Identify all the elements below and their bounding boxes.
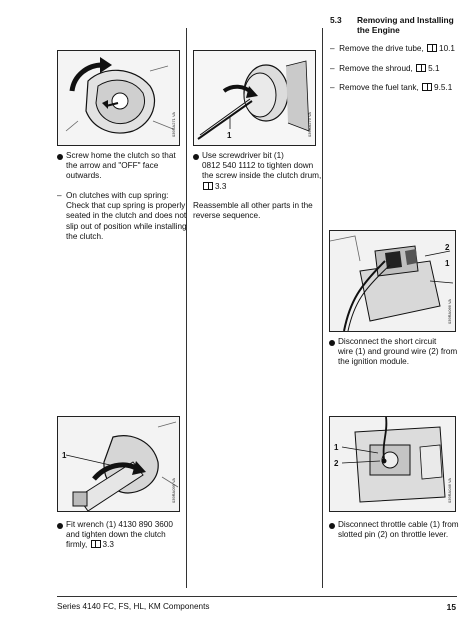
book-icon	[416, 64, 427, 72]
book-icon	[427, 44, 438, 52]
figure-label-1: 1	[62, 451, 67, 460]
figure-label-1: 1	[227, 131, 232, 140]
figure-code: 039RA271 VA	[171, 111, 176, 137]
instruction-disconnect-throttle: Disconnect throttle cable (1) from slott…	[338, 520, 459, 540]
instruction-cup-spring: On clutches with cup spring: Check that …	[66, 191, 187, 241]
figure-label-2: 2	[334, 459, 339, 468]
figure-label-1: 1	[334, 443, 339, 452]
figure-code: 039RA099 VA	[171, 477, 176, 503]
figure-code: 039RA066 VA	[447, 298, 452, 324]
footer-rule	[57, 596, 457, 597]
figure-label-1: 1	[445, 259, 450, 268]
book-icon	[203, 181, 213, 190]
note-reassemble: Reassemble all other parts in the revers…	[193, 201, 313, 221]
ignition-wires-illustration	[330, 231, 455, 331]
figure-ignition-module: 2 1 039RA066 VA	[329, 230, 456, 332]
instruction-screwdriver-bit: Use screwdriver bit (1) 0812 540 1112 to…	[202, 151, 322, 191]
book-icon	[90, 540, 101, 549]
figure-wrench-clutch: 1 039RA099 VA	[57, 416, 180, 512]
step-remove-drive-tube: – Remove the drive tube, 10.1	[330, 44, 455, 53]
page-number: 15	[446, 602, 456, 612]
book-icon	[422, 83, 433, 91]
bullet-point	[57, 154, 63, 160]
column-divider-2	[322, 28, 323, 588]
bullet-point	[193, 154, 199, 160]
bullet-point	[329, 523, 335, 529]
instruction-fit-wrench: Fit wrench (1) 4130 890 3600 and tighten…	[66, 520, 173, 550]
figure-clutch-arrow-off: 039RA271 VA	[57, 50, 180, 146]
figure-code: 039RA279 VA	[307, 111, 312, 137]
throttle-cable-illustration	[330, 417, 455, 511]
step-remove-shroud: – Remove the shroud, 5.1	[330, 64, 440, 73]
screwdriver-illustration	[194, 51, 315, 145]
dash-marker: –	[57, 191, 62, 200]
footer-series: Series 4140 FC, FS, HL, KM Components	[57, 602, 210, 611]
column-divider-1	[186, 28, 187, 588]
figure-label-2: 2	[445, 243, 450, 252]
figure-code: 039RA046 VA	[447, 477, 452, 503]
instruction-screw-clutch: Screw home the clutch so that the arrow …	[66, 151, 176, 181]
section-number: 5.3	[330, 15, 342, 25]
wrench-illustration	[58, 417, 179, 511]
bullet-point	[57, 523, 63, 529]
figure-screwdriver-bit: 1 039RA279 VA	[193, 50, 316, 146]
bullet-point	[329, 340, 335, 346]
step-remove-fuel-tank: – Remove the fuel tank, 9.5.1	[330, 83, 453, 92]
instruction-disconnect-wires: Disconnect the short circuit wire (1) an…	[338, 337, 458, 367]
section-title: Removing and Installing the Engine	[357, 15, 454, 36]
figure-throttle-cable: 1 2 039RA046 VA	[329, 416, 456, 512]
clutch-illustration	[58, 51, 179, 145]
